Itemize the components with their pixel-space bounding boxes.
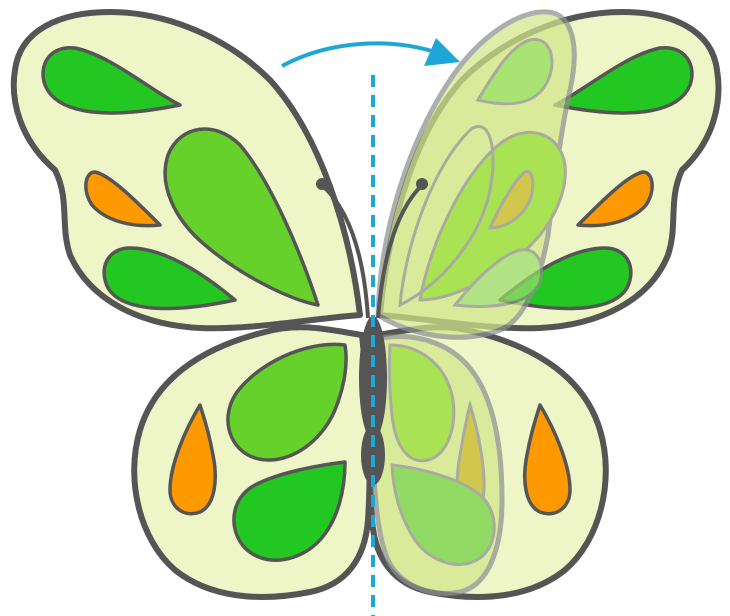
left-antenna-tip [316, 178, 328, 190]
left-wing [14, 12, 370, 597]
right-antenna-tip [416, 178, 428, 190]
curved-arrow-right-icon [282, 38, 460, 66]
